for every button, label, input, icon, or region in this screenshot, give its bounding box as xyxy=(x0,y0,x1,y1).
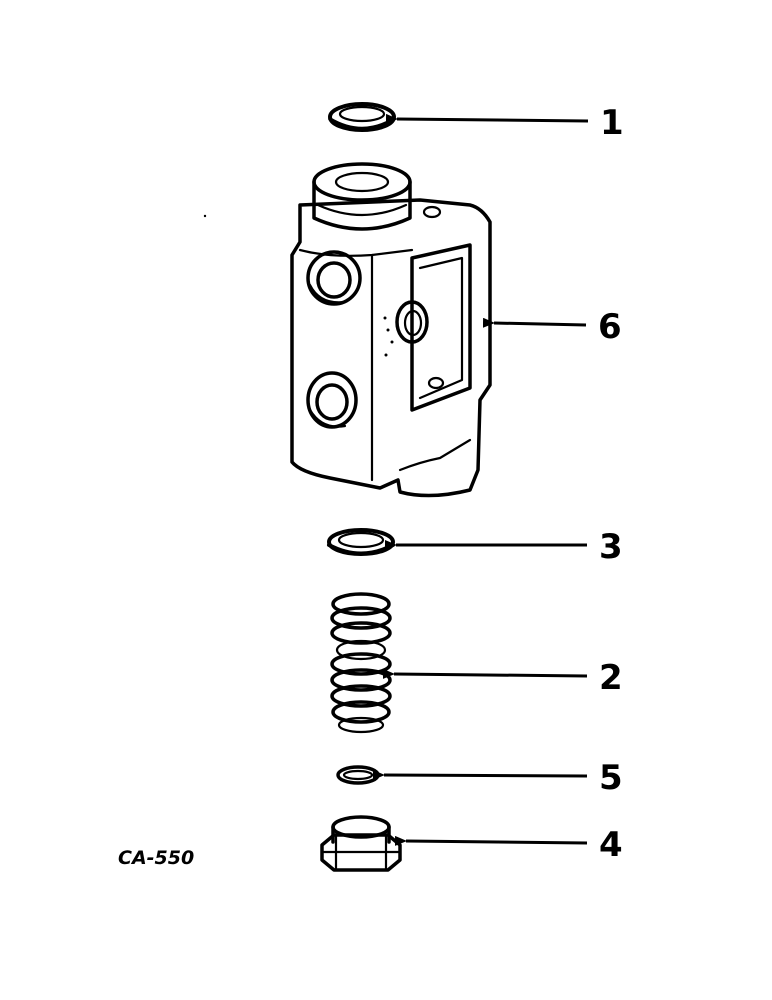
leader-line-5 xyxy=(372,769,588,780)
callout-2: 2 xyxy=(599,658,623,698)
callout-3: 3 xyxy=(599,527,623,567)
drawing-code: CA-550 xyxy=(118,847,194,869)
leader-line-4 xyxy=(394,835,588,846)
callout-6: 6 xyxy=(598,307,622,347)
valve-body-part xyxy=(203,162,492,498)
leader-line-2 xyxy=(382,668,588,679)
callout-4: 4 xyxy=(599,825,623,865)
callout-labels: 1 6 3 2 5 4 xyxy=(598,103,624,865)
leader-lines xyxy=(372,113,589,846)
o-ring-part xyxy=(336,765,380,785)
callout-1: 1 xyxy=(600,103,624,143)
leader-line-1 xyxy=(385,113,589,124)
seal-ring-part xyxy=(328,102,396,132)
callout-5: 5 xyxy=(599,758,623,798)
leader-line-6 xyxy=(482,317,587,328)
hex-plug-part xyxy=(320,815,402,872)
spring-part xyxy=(330,592,392,734)
washer-part xyxy=(327,528,395,556)
